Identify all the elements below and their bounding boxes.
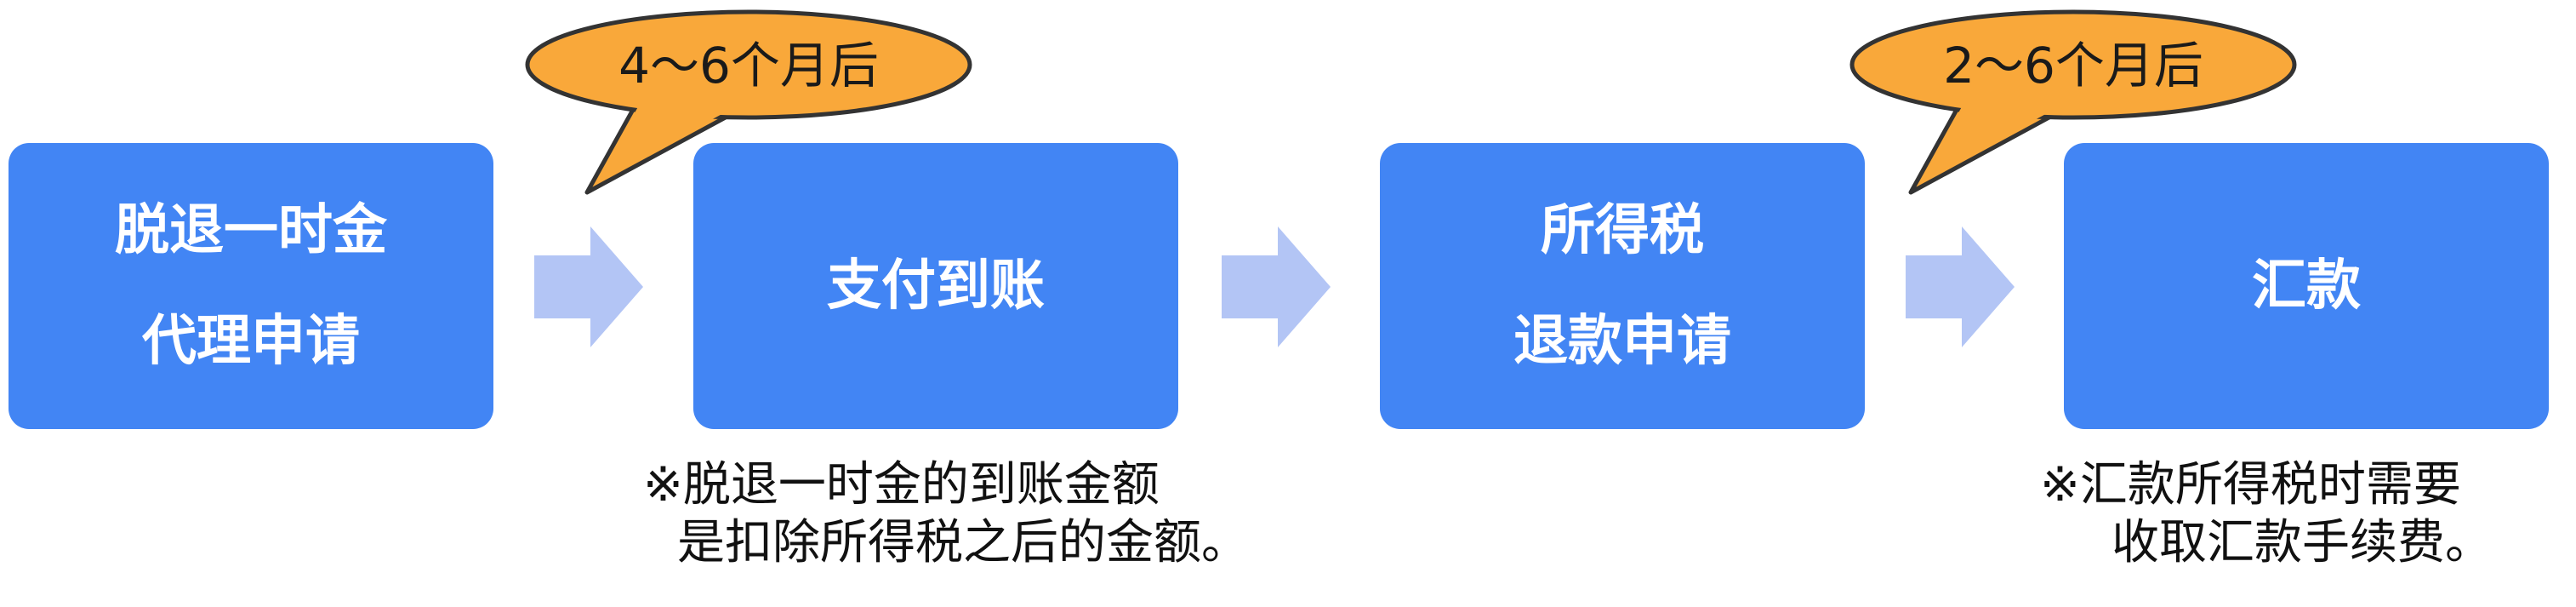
note-remittance-fee: ※汇款所得税时需要 收取汇款手续费。 (2040, 456, 2493, 573)
step-label-line: 所得税 (1541, 199, 1704, 262)
step-label-line: 退款申请 (1513, 310, 1731, 373)
step-box-withdrawal-application: 脱退一时金 代理申请 (9, 143, 493, 429)
right-arrow-icon (534, 226, 643, 347)
note-line: 是扣除所得税之后的金额。 (677, 515, 1249, 571)
callout-text-1: 4～6个月后 (618, 37, 879, 94)
note-line: 收取汇款手续费。 (2112, 515, 2493, 571)
note-payment-amount: ※脱退一时金的到账金额 是扣除所得税之后的金额。 (643, 456, 1249, 573)
step-label-line: 代理申请 (142, 310, 360, 373)
step-label-line: 汇款 (2252, 255, 2361, 318)
step-box-remittance: 汇款 (2064, 143, 2549, 429)
step-box-payment-received: 支付到账 (693, 143, 1178, 429)
step-box-tax-refund-application: 所得税 退款申请 (1380, 143, 1865, 429)
note-line: ※汇款所得税时需要 (2040, 457, 2461, 513)
step-label-line: 脱退一时金 (115, 199, 387, 262)
right-arrow-icon (1906, 226, 2015, 347)
step-label-line: 支付到账 (827, 255, 1045, 318)
callout-text-2: 2～6个月后 (1943, 37, 2203, 94)
right-arrow-icon (1222, 226, 1331, 347)
note-line: ※脱退一时金的到账金额 (643, 457, 1160, 513)
